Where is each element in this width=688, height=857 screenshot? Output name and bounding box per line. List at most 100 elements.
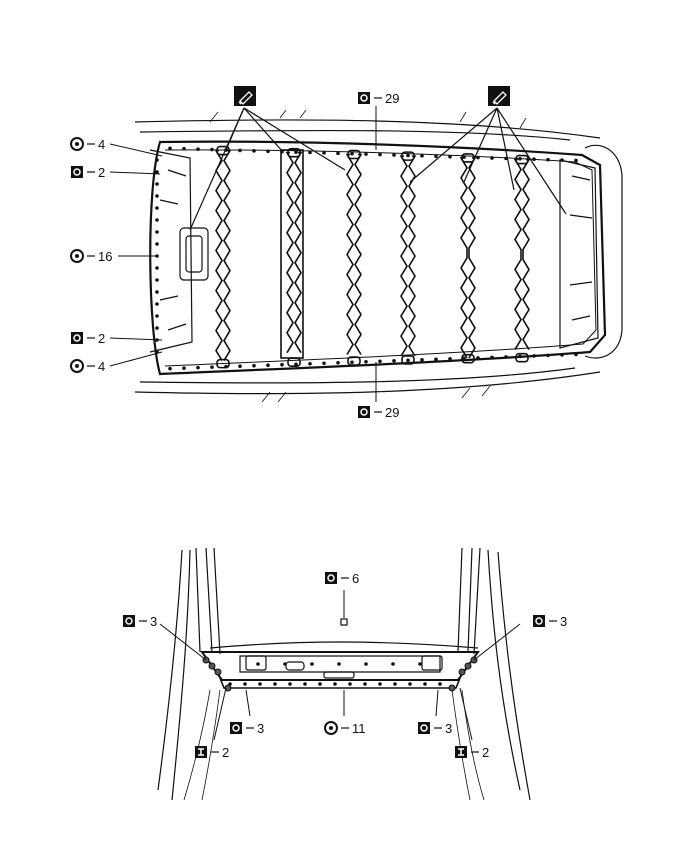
weld-dot [155,242,159,246]
callout-r-top-29: 29 [358,91,399,106]
adhesive-arrow [243,107,346,171]
weld-dot [210,147,214,152]
roof-body-outline-bottom [134,371,601,395]
weld-dot [155,230,159,234]
roof-bow-left-edge [459,157,468,359]
roof-bow-right-edge [522,158,531,350]
weld-dot [224,364,228,369]
callout-r-left-bot-2: 2 [71,331,105,346]
rear-leaders [159,590,521,741]
weld-dot [448,154,452,159]
weld-dot [288,682,292,686]
weld-dot [266,149,270,154]
weld-dot [168,146,172,151]
weld-dot [490,355,494,360]
weld-dot [168,366,172,371]
callout-b-lowright-3: 3 [418,721,452,736]
front-header-bracket [179,227,209,281]
callout-r-left-mid-16: 16 [70,249,112,264]
weld-spot [224,684,232,692]
weld-dot [476,356,480,360]
callout-b-right-2: 2 [455,745,489,760]
weld-dot [462,155,466,159]
callout-b-left-2: 2 [195,745,229,760]
roof-bow-end [287,357,301,368]
weld-dot [266,363,270,368]
adhesive-icon-right [488,86,510,106]
roof-bow-left-edge [285,151,294,354]
weld-dot [546,157,550,162]
weld-dot [363,682,367,686]
roof-bow-right-edge [223,149,232,361]
front-header-bracket-inner [185,235,203,273]
roof-hatch-top [209,109,527,129]
adhesive-arrow [496,107,567,215]
weld-dot [196,147,200,151]
weld-dot [504,355,508,359]
weld-dot [392,153,396,157]
weld-dot [322,151,326,155]
roof-bow-left-edge [399,155,408,357]
adhesive-group-left [189,107,346,231]
adhesive-arrow [463,107,498,183]
weld-dot [560,158,564,162]
weld-dot [476,155,480,160]
rear-header [559,159,599,349]
weld-dot [243,682,247,686]
weld-dot [532,354,536,358]
roof-bow-end [401,151,415,161]
roof-bow-left-edge [214,149,223,361]
weld-dot [238,148,242,153]
callout-count: 3 [560,614,567,629]
callout-count: 2 [482,745,489,760]
roof-bow-right-edge [468,157,477,359]
weld-dot [310,662,314,666]
weld-dot [333,682,337,686]
callout-count: 4 [98,137,105,152]
callout-count: 11 [352,721,366,736]
front-header [149,149,193,353]
adhesive-arrow [225,107,245,151]
weld-dot [574,352,578,357]
callout-count: 4 [98,359,105,374]
adhesive-icon-left [234,86,256,106]
roof-body-outline-top [134,119,601,139]
left-outer-body [157,549,191,801]
roof-body-outline-bottom2 [139,367,576,384]
roof-bow-end [347,356,361,366]
weld-dot [155,314,159,318]
callout-r-left-top-2: 2 [71,165,105,180]
roof-panel-inner [164,149,597,367]
rear-weld-dots [202,656,478,692]
weld-dot [155,170,159,174]
weld-dot [574,158,578,163]
rear-inner-right [451,689,485,801]
weld-dot [155,266,159,270]
weld-dot [155,194,159,198]
callout-count: 3 [257,721,264,736]
callout-count: 3 [445,721,452,736]
roof-leaders [109,106,377,402]
rear-inner-left [183,689,221,801]
weld-dot [155,290,159,294]
callout-count: 3 [150,614,157,629]
callout-b-right-3: 3 [533,614,567,629]
weld-dot [406,358,410,363]
weld-dot [408,682,412,686]
roof-bow-left-edge [513,158,522,350]
weld-dot [155,182,159,186]
weld-dot [256,662,260,666]
weld-spot [208,662,216,670]
weld-dot [155,206,159,210]
weld-dot [318,682,322,686]
callout-b-top-6: 6 [325,571,359,586]
rear-header-pocket-left [245,655,267,671]
left-pillar [195,547,221,655]
rear-header-detail [569,175,593,321]
weld-dot [283,662,287,666]
weld-dot [196,365,200,370]
adhesive-group-right [409,107,567,215]
weld-dot [378,152,382,157]
rear-header-slot [285,661,305,671]
